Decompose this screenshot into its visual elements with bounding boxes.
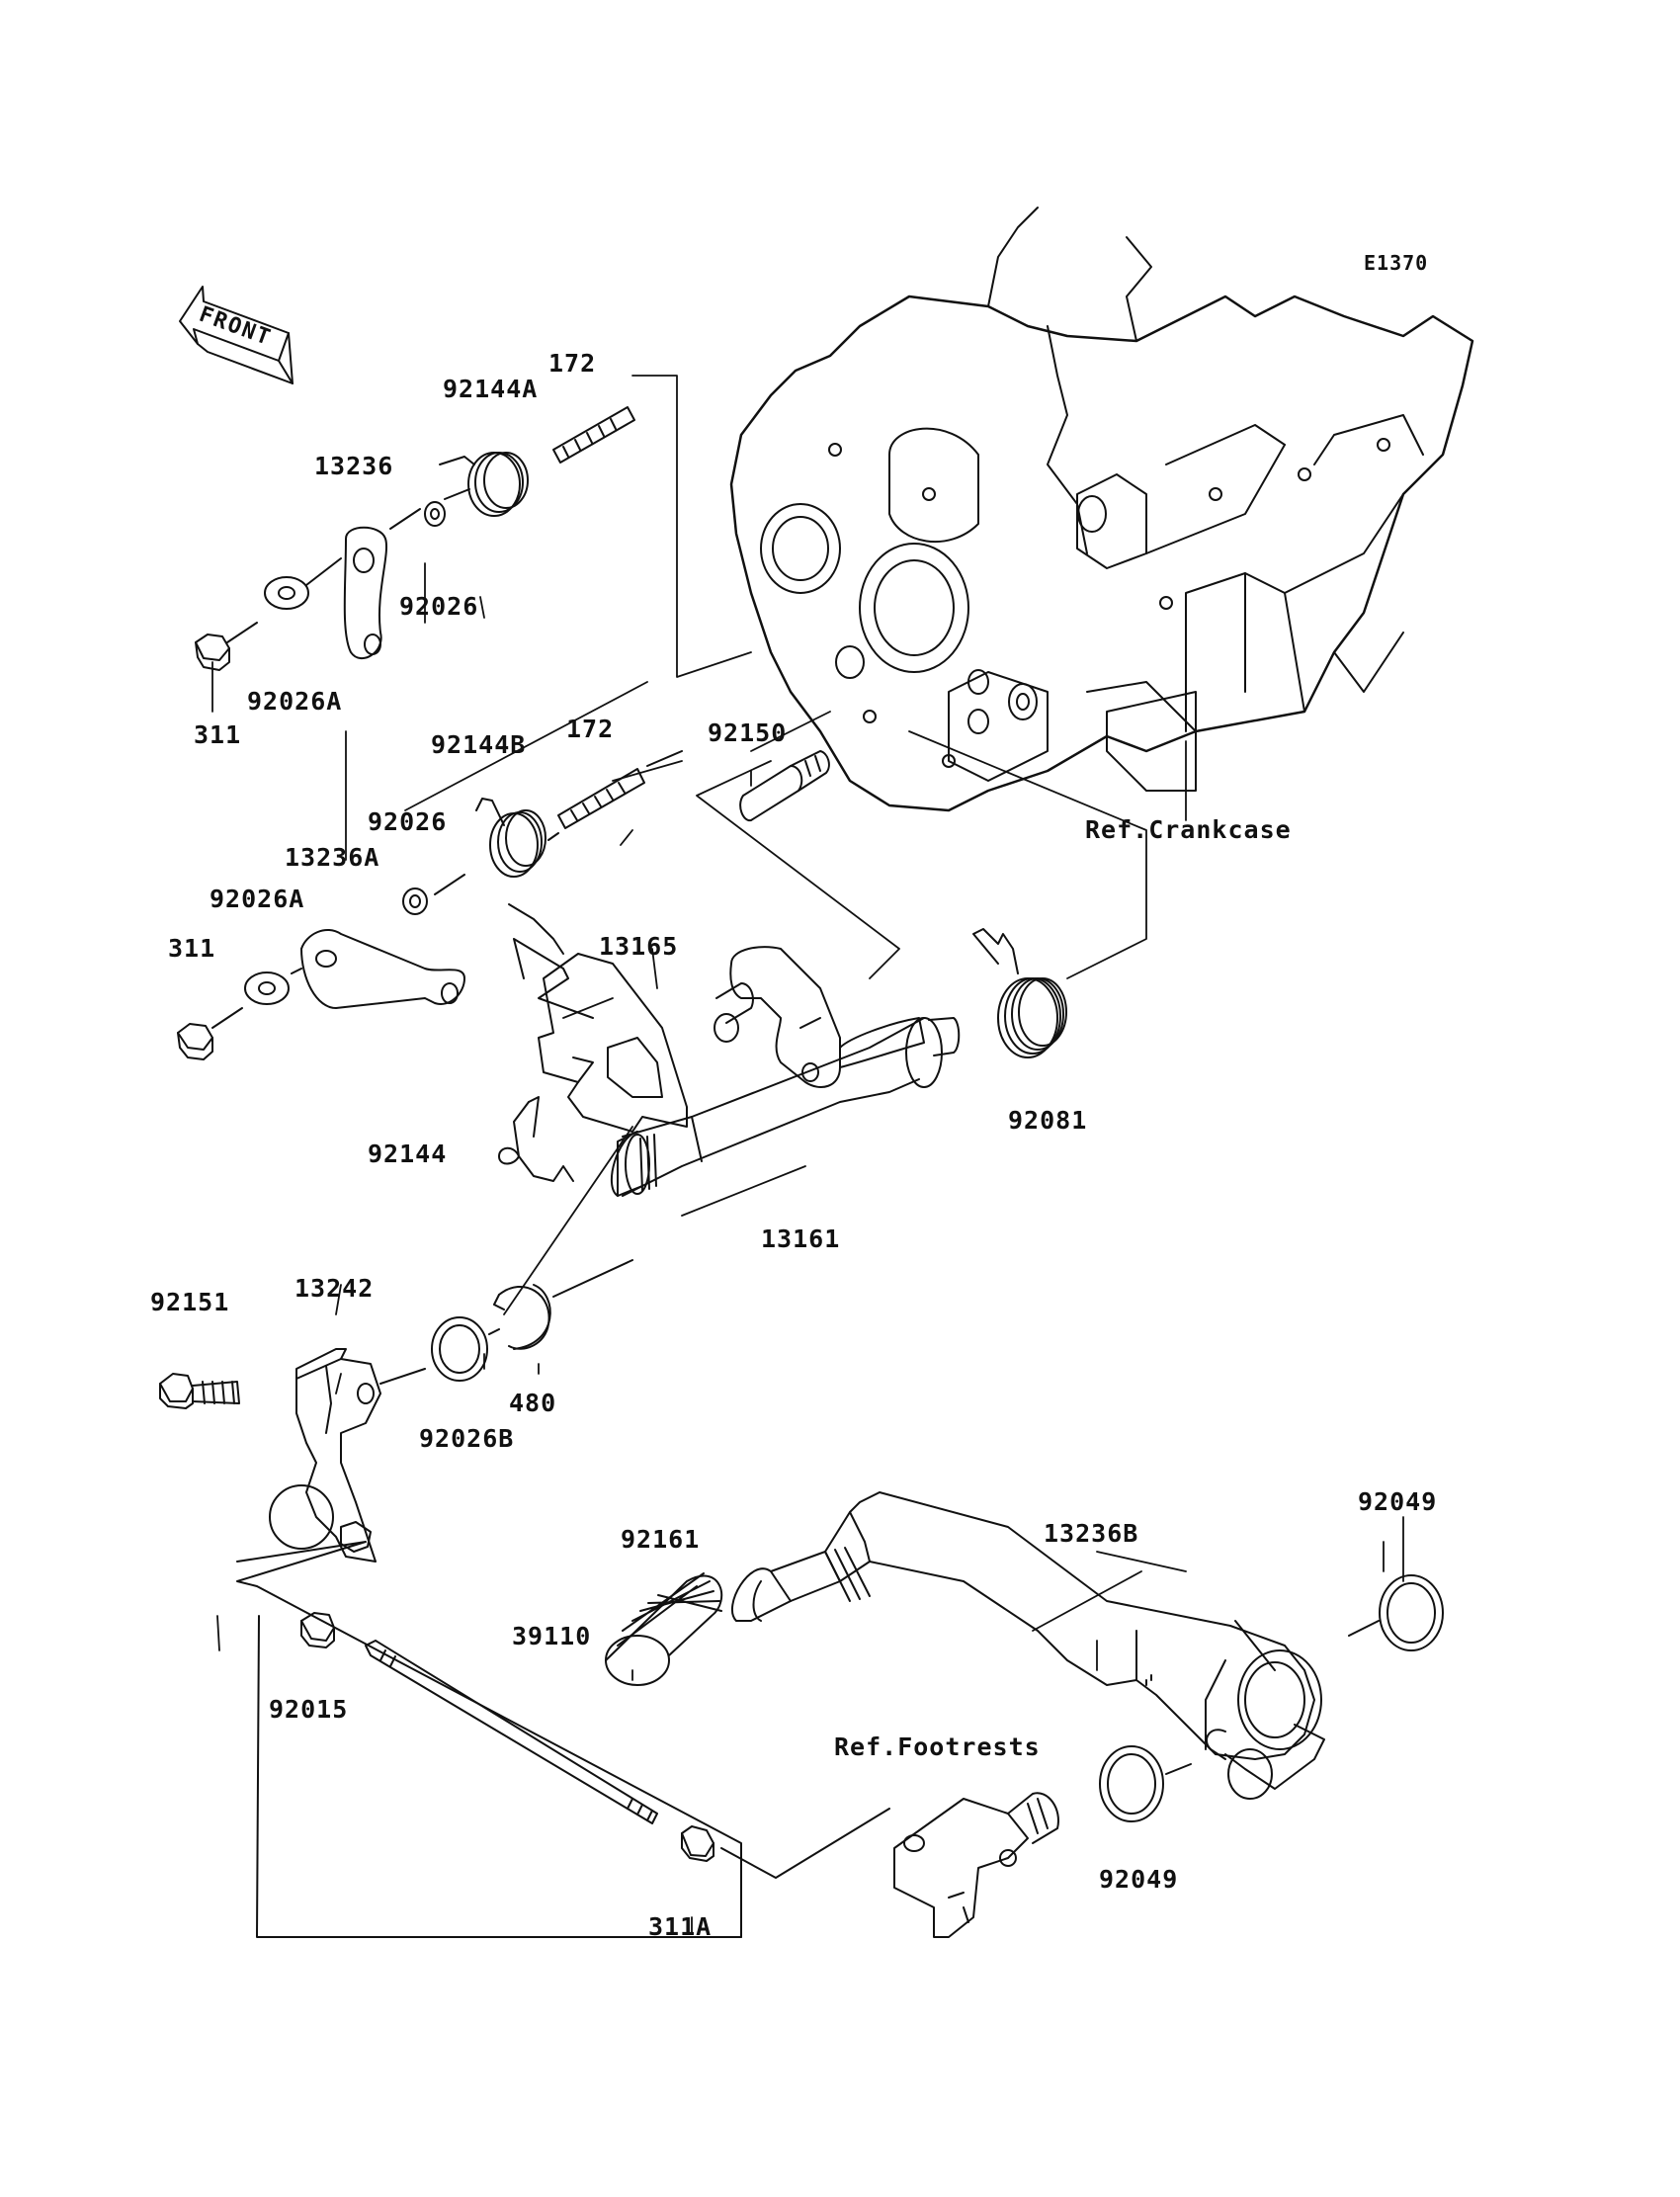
spring-92081 — [973, 929, 1066, 1057]
washer-92049-upper — [1349, 1575, 1443, 1650]
part-label: 39110 — [512, 1622, 592, 1650]
part-label: 311A — [648, 1912, 713, 1941]
spring-92144 — [499, 1097, 573, 1181]
washer-92049-lower — [1100, 1746, 1191, 1821]
part-label: 13242 — [294, 1274, 375, 1303]
washer-92026B — [432, 1317, 487, 1381]
connector-lines — [380, 1329, 499, 1384]
part-label: 480 — [509, 1389, 557, 1417]
part-label: 172 — [548, 349, 597, 378]
part-label: 13165 — [599, 932, 679, 961]
diagram-code: E1370 — [1364, 251, 1429, 275]
middle-linkage — [178, 751, 682, 1059]
footrest-bracket — [894, 1793, 1058, 1937]
part-label: 92161 — [621, 1525, 701, 1554]
shift-shaft-13161 — [612, 947, 959, 1196]
circlip-480 — [494, 1260, 632, 1349]
part-label: 92026 — [368, 807, 448, 836]
upper-linkage — [196, 407, 634, 670]
part-label: 13236A — [285, 843, 380, 872]
crankcase — [731, 208, 1472, 810]
part-label: 92026 — [399, 592, 479, 621]
pedal-rubber-92161 — [606, 1573, 721, 1685]
part-label: 92015 — [269, 1695, 349, 1724]
part-label: 92151 — [150, 1288, 230, 1316]
tie-rod-39110 — [237, 1542, 889, 1937]
part-label: 13236 — [314, 452, 394, 480]
pedal-13236B — [732, 1492, 1324, 1799]
bolt-92151 — [160, 1374, 239, 1408]
part-label: 92049 — [1358, 1487, 1438, 1516]
part-label: 13236B — [1044, 1519, 1139, 1548]
plate-13165 — [539, 954, 687, 1132]
part-label: 92081 — [1008, 1106, 1088, 1135]
leader-lines — [212, 376, 1403, 1932]
ref-crankcase: Ref.Crankcase — [1085, 815, 1292, 844]
part-label: 92026B — [419, 1424, 515, 1453]
part-label: 13161 — [761, 1225, 841, 1253]
part-label: 92144A — [443, 375, 539, 403]
part-label: 92150 — [708, 718, 788, 747]
part-label: 92049 — [1099, 1865, 1179, 1894]
lever-13242 — [270, 1349, 380, 1562]
ref-footrests: Ref.Footrests — [834, 1732, 1041, 1761]
pin-92150 — [740, 751, 829, 820]
part-label: 92144 — [368, 1140, 448, 1168]
part-label: 172 — [566, 715, 615, 743]
part-label: 92144B — [431, 730, 527, 759]
front-arrow-icon — [180, 287, 293, 383]
part-label: 311 — [168, 934, 216, 963]
part-label: 92026A — [210, 885, 305, 913]
part-label: 92026A — [247, 687, 343, 716]
part-label: 311 — [194, 720, 242, 749]
